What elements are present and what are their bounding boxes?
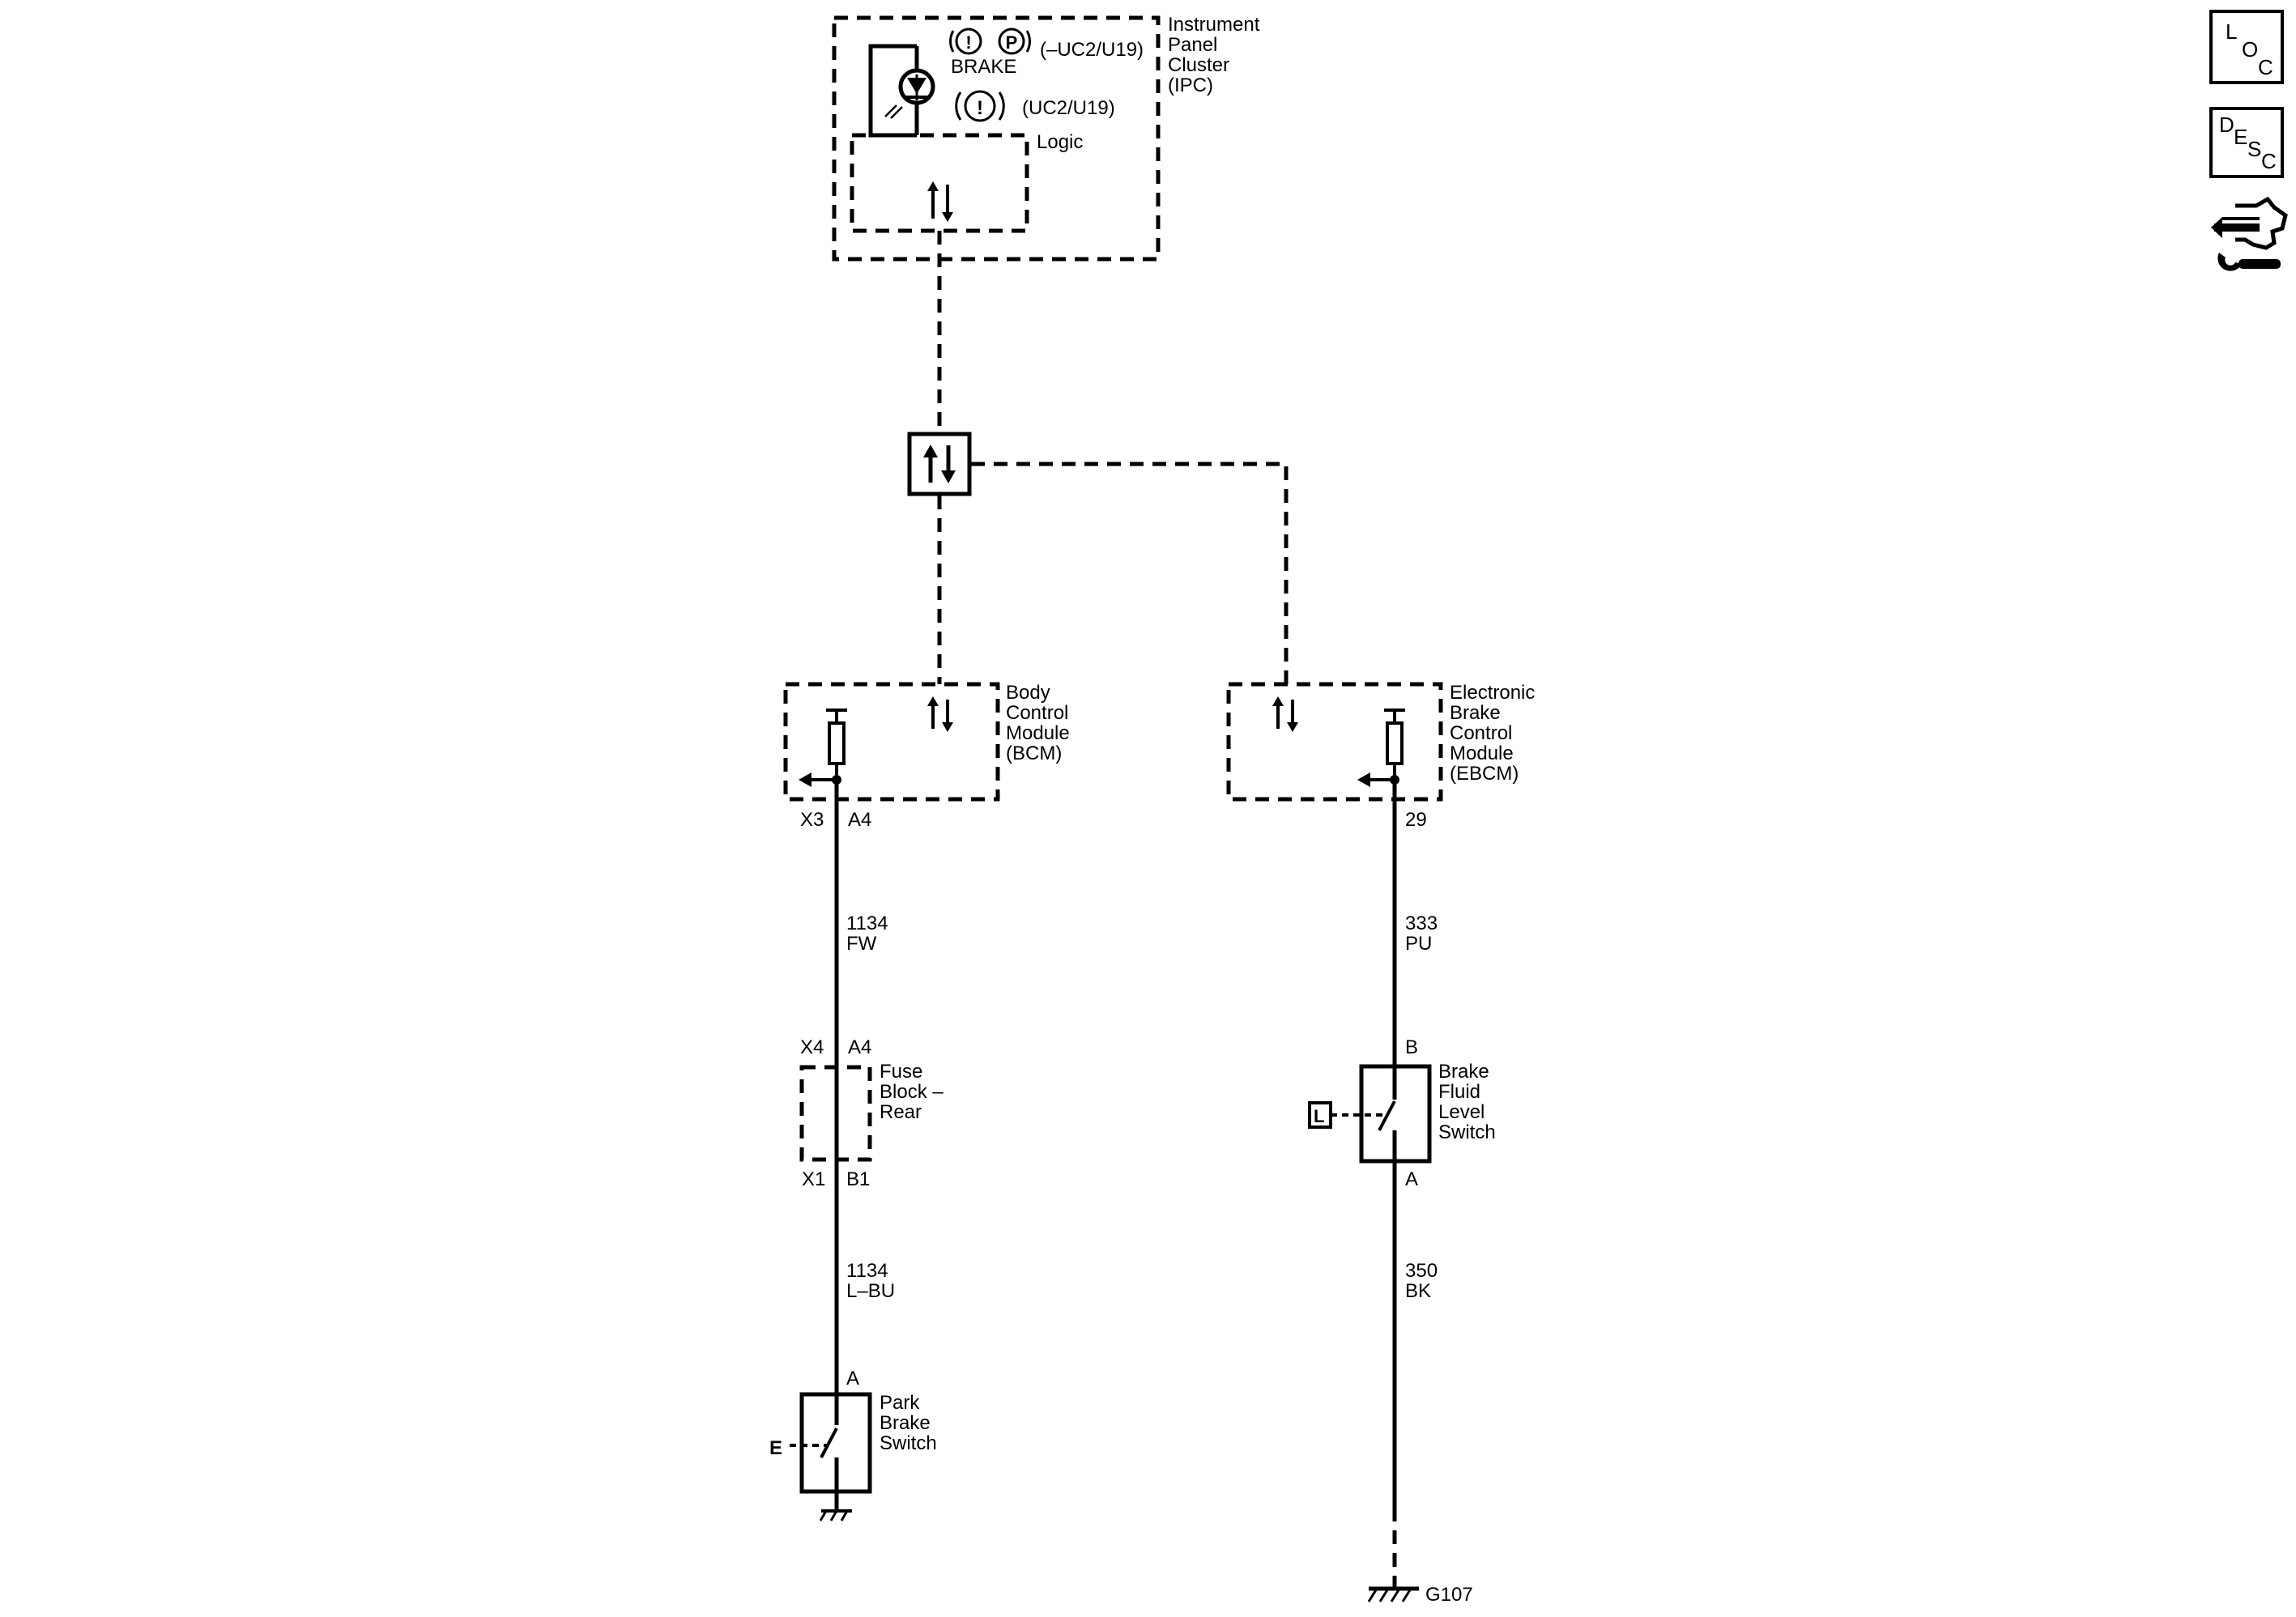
fuse-block-name-line3: Rear <box>880 1101 922 1123</box>
svg-text:!: ! <box>965 32 971 53</box>
brake-warning-icon-alt: ! <box>955 90 1005 122</box>
fuse-block-bottom-connector: X1 <box>802 1168 825 1190</box>
connector-repair-icon[interactable] <box>2211 196 2288 271</box>
ipc-module: ! P BRAKE (–UC2/U19) ! (UC2/U19) Logic I… <box>832 14 1260 262</box>
ipc-name-line2: Panel <box>1168 34 1217 56</box>
ebcm-name-line1: Electronic <box>1450 682 1535 704</box>
circuit-350-bk-number: 350 <box>1405 1260 1438 1282</box>
splice-pack-arrows-icon <box>923 445 956 483</box>
ebcm-data-arrows-icon <box>1272 696 1298 732</box>
circuit-350-bk-color: BK <box>1405 1280 1431 1302</box>
ipc-name-line3: Cluster <box>1168 54 1229 76</box>
fuse-block-top-connector: X4 <box>800 1036 824 1058</box>
fluid-switch-name-line2: Fluid <box>1438 1081 1480 1103</box>
loc-letter-l: L <box>2226 19 2237 44</box>
ebcm-module: 29 Electronic Brake Control Module (EBCM… <box>1226 682 1535 831</box>
park-brake-name-line2: Brake <box>880 1412 931 1434</box>
bcm-data-arrows-icon <box>927 696 953 732</box>
serial-data-arrows-icon <box>927 181 953 222</box>
ipc-brake-text: BRAKE <box>951 56 1016 78</box>
ground-label: G107 <box>1425 1584 1473 1606</box>
svg-text:P: P <box>1006 32 1018 53</box>
bcm-pin: A4 <box>848 809 871 831</box>
circuit-1134-lbu-number: 1134 <box>846 1260 888 1282</box>
fluid-switch-name-line1: Brake <box>1438 1061 1489 1083</box>
circuit-1134-fw-number: 1134 <box>846 913 888 934</box>
brake-fluid-level-switch: B L A Brake Fluid Level Switch <box>1308 1036 1496 1190</box>
ipc-name-line1: Instrument <box>1168 14 1260 36</box>
ipc-option-b: (UC2/U19) <box>1022 97 1115 119</box>
desc-letter-d: D <box>2219 113 2234 137</box>
fluid-switch-pin-top: B <box>1405 1036 1418 1058</box>
park-brake-pin: A <box>846 1368 859 1389</box>
fuse-block-name-line1: Fuse <box>880 1061 922 1083</box>
ebcm-circuit: 333 PU 350 BK <box>1392 780 1438 1577</box>
desc-letter-s: S <box>2247 137 2261 161</box>
serial-data-bus <box>907 231 1289 684</box>
brake-warning-icon: ! <box>949 28 982 55</box>
park-brake-name-line3: Switch <box>880 1432 937 1454</box>
ebcm-name-line2: Brake <box>1450 702 1501 724</box>
bcm-pullup-resistor-icon <box>799 709 847 787</box>
bcm-connector: X3 <box>800 809 824 831</box>
circuit-1134-fw-color: FW <box>846 933 877 955</box>
ebcm-pin: 29 <box>1405 809 1427 831</box>
chassis-ground-icon <box>819 1491 852 1521</box>
bcm-name-line4: (BCM) <box>1006 743 1062 764</box>
park-brake-name-line1: Park <box>880 1392 920 1414</box>
fluid-switch-tag: L <box>1314 1106 1324 1126</box>
ground-icon <box>1367 1577 1419 1602</box>
ipc-logic-label: Logic <box>1037 131 1083 153</box>
park-brake-switch: A E Park Brake Switch <box>769 1368 937 1521</box>
ebcm-pullup-resistor-icon <box>1357 709 1405 787</box>
ebcm-name-line5: (EBCM) <box>1450 763 1519 785</box>
bcm-name-line1: Body <box>1006 682 1050 704</box>
desc-button[interactable]: D E S C <box>2209 107 2284 178</box>
bcm-circuit: 1134 FW 1134 L–BU <box>834 780 895 1394</box>
circuit-333-pu-number: 333 <box>1405 913 1438 934</box>
loc-letter-c: C <box>2258 55 2273 79</box>
circuit-333-pu-color: PU <box>1405 933 1432 955</box>
ground-g107: G107 <box>1367 1577 1473 1606</box>
ipc-name-line4: (IPC) <box>1168 74 1213 96</box>
bcm-name-line3: Module <box>1006 722 1070 744</box>
desc-letter-c: C <box>2261 149 2277 173</box>
fluid-switch-name-line3: Level <box>1438 1101 1485 1123</box>
ebcm-name-line3: Control <box>1450 722 1512 744</box>
bcm-name-line2: Control <box>1006 702 1068 724</box>
loc-button[interactable]: L O C <box>2209 10 2284 84</box>
fuse-block-bottom-pin: B1 <box>846 1168 870 1190</box>
loc-letter-o: O <box>2242 37 2258 62</box>
bcm-module: X3 A4 Body Control Module (BCM) <box>783 682 1070 831</box>
fuse-block-name-line2: Block – <box>880 1081 944 1103</box>
fluid-switch-pin-bottom: A <box>1405 1168 1418 1190</box>
fuse-block-rear: X4 A4 X1 B1 Fuse Block – Rear <box>799 1036 944 1190</box>
led-lamp-icon <box>884 74 928 119</box>
ipc-option-a: (–UC2/U19) <box>1040 39 1144 61</box>
fuse-block-top-pin: A4 <box>848 1036 871 1058</box>
park-brake-tag: E <box>769 1437 782 1459</box>
svg-text:!: ! <box>977 97 983 119</box>
ebcm-name-line4: Module <box>1450 743 1514 764</box>
circuit-1134-lbu-color: L–BU <box>846 1280 895 1302</box>
desc-letter-e: E <box>2234 125 2247 149</box>
park-brake-icon: P <box>998 28 1031 55</box>
fluid-switch-name-line4: Switch <box>1438 1121 1496 1143</box>
